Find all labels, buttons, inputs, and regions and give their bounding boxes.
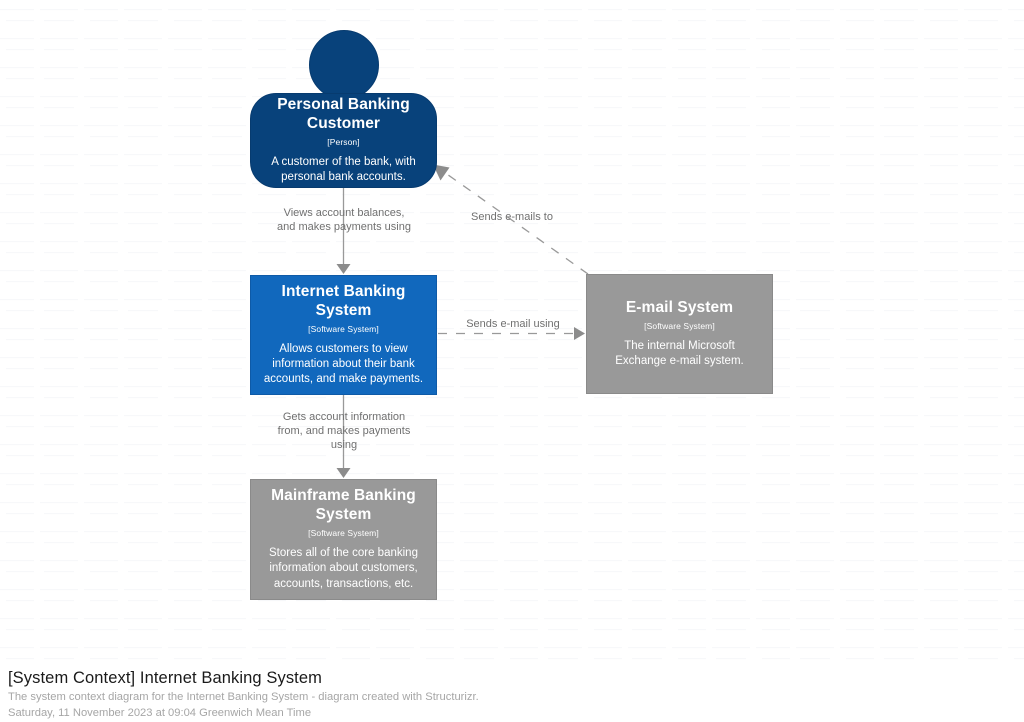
relationship-label-internet-banking-to-email: Sends e-mail using <box>466 318 560 330</box>
relationship-label-email-to-person: Sends e-mails to <box>471 211 553 223</box>
node-mainframe-banking-system[interactable]: Mainframe Banking System [Software Syste… <box>250 479 437 600</box>
diagram-description: The system context diagram for the Inter… <box>8 690 479 703</box>
node-personal-banking-customer[interactable]: Personal Banking Customer [Person] A cus… <box>250 93 437 188</box>
diagram-canvas: Personal Banking Customer [Person] A cus… <box>0 0 1024 660</box>
person-head-icon <box>309 30 379 100</box>
node-name: Mainframe Banking System <box>271 487 416 524</box>
node-name: E-mail System <box>625 298 734 316</box>
diagram-footer: [System Context] Internet Banking System… <box>8 668 908 721</box>
node-name: Internet Banking System <box>281 282 406 319</box>
node-type: [Software System] <box>308 323 379 334</box>
node-type: [Person] <box>327 136 360 147</box>
node-internet-banking-system[interactable]: Internet Banking System [Software System… <box>250 275 437 395</box>
node-description: A customer of the bank, with personal ba… <box>271 155 416 183</box>
diagram-timestamp: Saturday, 11 November 2023 at 09:04 Gree… <box>8 706 312 719</box>
node-description: Allows customers to view information abo… <box>263 342 424 386</box>
node-type: [Software System] <box>644 320 715 331</box>
node-description: Stores all of the core banking informati… <box>269 547 418 590</box>
node-type: [Software System] <box>308 528 379 539</box>
relationship-label-person-to-internet-banking: Views account balances, and makes paymen… <box>277 207 411 233</box>
node-description: The internal Microsoft Exchange e-mail s… <box>615 339 744 368</box>
node-email-system[interactable]: E-mail System [Software System] The inte… <box>586 274 773 394</box>
diagram-title: [System Context] Internet Banking System <box>8 669 322 687</box>
relationship-label-internet-banking-to-mainframe: Gets account information from, and makes… <box>277 411 411 451</box>
node-name: Personal Banking Customer <box>277 95 410 132</box>
